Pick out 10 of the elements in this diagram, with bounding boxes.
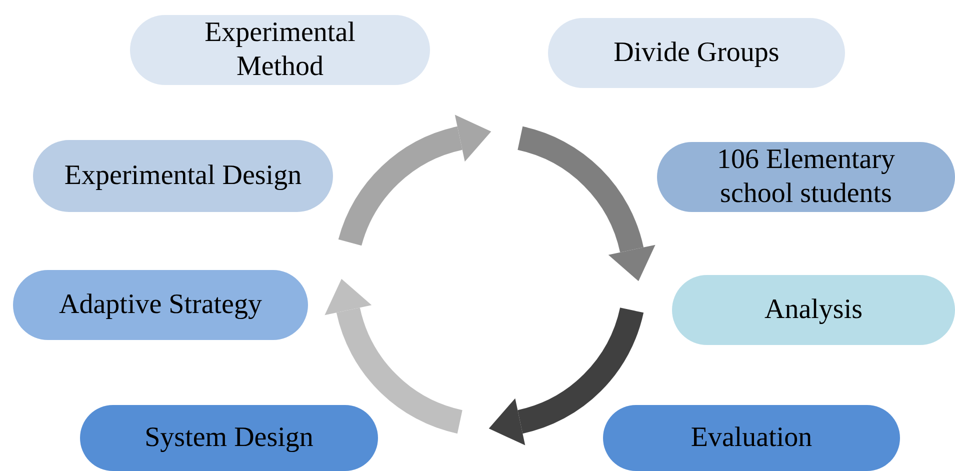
step-label: System Design — [144, 421, 314, 455]
step-label: Analysis — [764, 293, 862, 327]
step-label: Experimental Design — [64, 159, 302, 193]
step-label: 106 Elementary school students — [716, 143, 896, 211]
step-label: Evaluation — [690, 421, 812, 455]
rounded-label-box — [657, 142, 955, 212]
step-label: Adaptive Strategy — [59, 288, 262, 322]
step-label: Divide Groups — [614, 36, 780, 70]
step-label: Experimental Method — [204, 16, 356, 84]
rounded-label-box — [672, 275, 955, 345]
